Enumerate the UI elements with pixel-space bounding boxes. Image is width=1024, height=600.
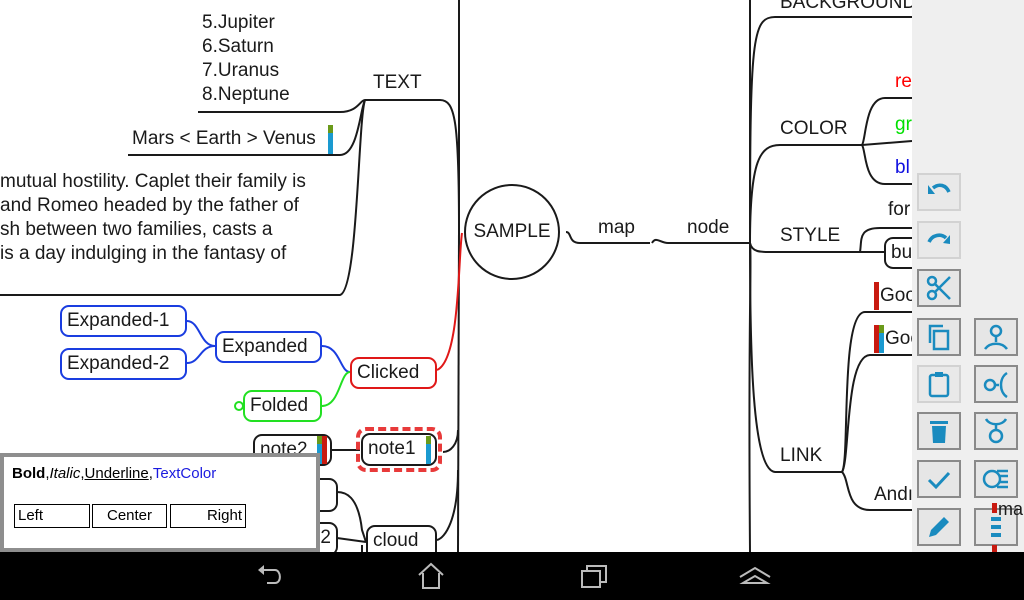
add-parent-button[interactable]	[974, 412, 1018, 450]
attribute-bar-blue	[879, 333, 884, 353]
node-style-button[interactable]	[974, 460, 1018, 498]
undo-button[interactable]	[917, 173, 961, 211]
redo-button[interactable]	[917, 221, 961, 259]
back-button[interactable]	[250, 560, 290, 592]
check-icon	[927, 471, 951, 490]
menu-icon	[991, 517, 1001, 537]
list-item-jupiter[interactable]: 5.Jupiter	[202, 12, 275, 33]
edit-toolbar	[912, 0, 1024, 552]
align-right-cell[interactable]: Right	[170, 504, 246, 528]
menu-up-button[interactable]	[735, 560, 775, 592]
home-button[interactable]	[411, 560, 451, 592]
attribute-bar-red	[322, 436, 327, 464]
cut-button[interactable]	[917, 269, 961, 307]
node-color-green[interactable]: gr	[895, 114, 912, 135]
node-folded[interactable]: Folded	[243, 390, 322, 422]
root-node-label: SAMPLE	[473, 221, 551, 242]
node-note1[interactable]: note1	[361, 433, 437, 466]
system-nav-bar	[0, 552, 1024, 600]
connector-lines	[0, 0, 966, 552]
attribute-bar-red	[874, 325, 879, 353]
recents-button[interactable]	[574, 560, 614, 592]
node-color[interactable]: COLOR	[780, 118, 848, 139]
node-map[interactable]: map	[598, 217, 635, 238]
home-icon	[418, 562, 444, 589]
edit-icon	[929, 517, 949, 537]
menu-up-icon	[739, 566, 771, 584]
paste-icon	[928, 372, 950, 398]
attribute-bar-green	[426, 436, 431, 444]
node-color-blue[interactable]: bl	[895, 157, 910, 178]
bold-sample: Bold	[12, 465, 46, 482]
redo-icon	[927, 233, 950, 244]
recents-icon	[581, 565, 607, 588]
node-link-goo-2[interactable]: Goo	[885, 328, 921, 349]
add-parent-icon	[984, 418, 1008, 444]
node-expanded-1[interactable]: Expanded-1	[60, 305, 187, 337]
paragraph-line-1[interactable]: mutual hostility. Caplet their family is	[0, 171, 306, 192]
node-link[interactable]: LINK	[780, 445, 823, 466]
node-style[interactable]: STYLE	[780, 225, 841, 246]
align-left-cell[interactable]: Left	[14, 504, 90, 528]
delete-icon	[930, 421, 948, 443]
add-sibling-button[interactable]	[974, 365, 1018, 403]
node-background[interactable]: BACKGROUND	[780, 0, 917, 13]
node-text[interactable]: TEXT	[373, 72, 422, 93]
underline-sample: Underline	[84, 465, 149, 482]
rich-text-preview: Bold,Italic,Underline,TextColor	[12, 465, 216, 483]
align-center-cell[interactable]: Center	[92, 504, 167, 528]
copy-button[interactable]	[917, 318, 961, 356]
root-node-sample[interactable]: SAMPLE	[464, 184, 560, 280]
undo-icon	[928, 183, 951, 194]
node-style-icon	[982, 469, 1008, 489]
node-cloud[interactable]: cloud	[366, 525, 437, 552]
attribute-bar-blue	[328, 133, 333, 154]
node-link-goo-1[interactable]: Goo	[880, 285, 916, 306]
edit-button[interactable]	[917, 508, 961, 546]
attribute-bar-green	[328, 125, 333, 133]
attribute-bar-red	[992, 545, 997, 552]
list-item-neptune[interactable]: 8.Neptune	[202, 84, 290, 105]
selection-highlight	[356, 427, 442, 472]
node-node[interactable]: node	[687, 217, 730, 238]
node-color-red[interactable]: re	[895, 71, 912, 92]
menu-button[interactable]	[974, 508, 1018, 546]
attribute-bar-blue	[426, 444, 431, 464]
list-item-uranus[interactable]: 7.Uranus	[202, 60, 280, 81]
attribute-bar-green	[879, 325, 884, 333]
paste-button[interactable]	[917, 365, 961, 403]
paragraph-line-3[interactable]: sh between two families, casts a	[0, 219, 273, 240]
node-expanded-2[interactable]: Expanded-2	[60, 348, 187, 380]
node-partial-ma[interactable]: ma	[998, 499, 1024, 519]
separator: ,	[80, 465, 85, 482]
node-expanded[interactable]: Expanded	[215, 331, 322, 363]
copy-icon	[928, 324, 950, 351]
node-clicked[interactable]: Clicked	[350, 357, 437, 389]
add-child-icon	[983, 324, 1009, 350]
text-format-popup: Bold,Italic,Underline,TextColor Left Cen…	[0, 453, 320, 552]
separator: ,	[45, 465, 50, 482]
italic-sample: Italic	[49, 465, 81, 482]
attribute-bar-red	[874, 282, 879, 310]
paragraph-line-2[interactable]: and Romeo headed by the father of	[0, 195, 299, 216]
done-button[interactable]	[917, 460, 961, 498]
add-sibling-icon	[983, 371, 1008, 398]
attribute-bar-green	[317, 436, 322, 444]
delete-button[interactable]	[917, 412, 961, 450]
list-item-saturn[interactable]: 6.Saturn	[202, 36, 274, 57]
separator: ,	[148, 465, 153, 482]
add-child-button[interactable]	[974, 318, 1018, 356]
node-link-android[interactable]: Andı	[874, 484, 914, 505]
node-mars-earth-venus[interactable]: Mars < Earth > Venus	[132, 128, 316, 149]
back-icon	[258, 565, 281, 584]
paragraph-line-4[interactable]: is a day indulging in the fantasy of	[0, 243, 287, 264]
text-color-sample: TextColor	[152, 465, 217, 482]
node-style-font[interactable]: for	[888, 199, 911, 220]
attribute-bar-red	[992, 503, 997, 513]
cut-icon	[926, 275, 951, 301]
